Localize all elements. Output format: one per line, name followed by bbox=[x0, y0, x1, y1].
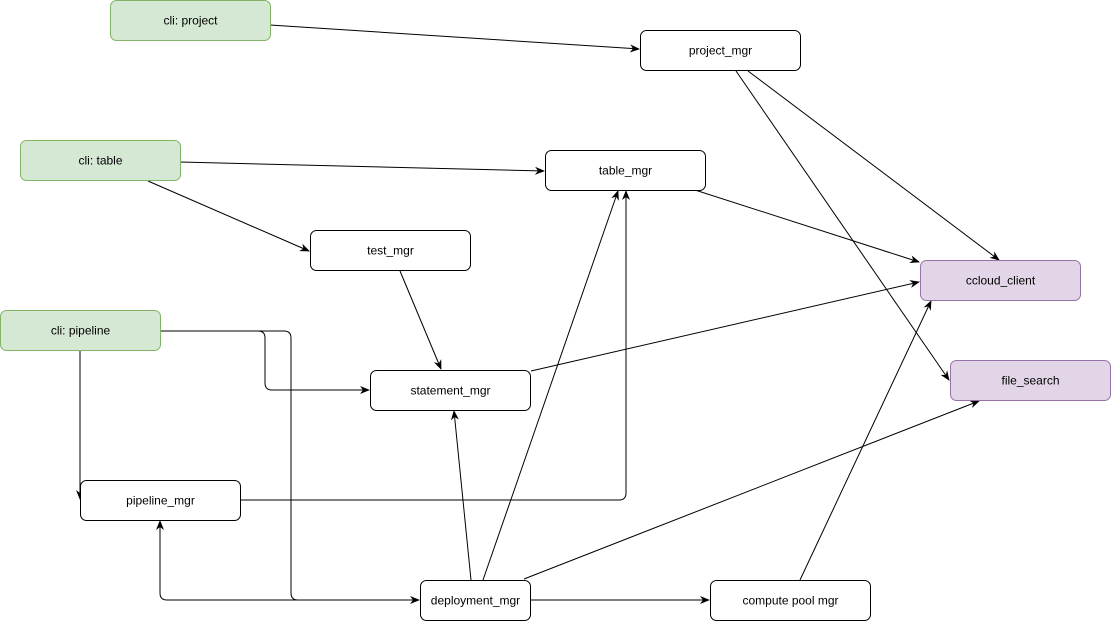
node-cli-pipeline[interactable]: cli: pipeline bbox=[0, 310, 161, 351]
edge-compute-pool-mgr-to-ccloud-client bbox=[799, 300, 932, 581]
node-label: pipeline_mgr bbox=[126, 494, 195, 508]
edge-cli-table-to-table-mgr bbox=[179, 161, 545, 175]
edge-project-mgr-to-file-search bbox=[735, 70, 950, 381]
node-cli-project[interactable]: cli: project bbox=[110, 0, 271, 41]
edge-statement-mgr-to-ccloud-client bbox=[530, 280, 920, 372]
edge-cli-pipeline-to-statement-mgr bbox=[160, 330, 370, 394]
node-deployment-mgr[interactable]: deployment_mgr bbox=[420, 580, 531, 621]
node-file-search[interactable]: file_search bbox=[950, 360, 1111, 401]
edge-project-mgr-to-ccloud-client bbox=[747, 70, 1000, 261]
node-label: file_search bbox=[1001, 374, 1059, 388]
node-project-mgr[interactable]: project_mgr bbox=[640, 30, 801, 71]
node-label: cli: pipeline bbox=[51, 324, 111, 338]
node-label: statement_mgr bbox=[410, 384, 490, 398]
node-label: test_mgr bbox=[367, 244, 414, 258]
node-label: cli: project bbox=[163, 14, 218, 28]
edge-deployment-mgr-to-table-mgr bbox=[482, 190, 619, 581]
edge-cli-table-to-test-mgr bbox=[147, 180, 310, 252]
node-test-mgr[interactable]: test_mgr bbox=[310, 230, 471, 271]
node-label: project_mgr bbox=[689, 44, 752, 58]
node-label: cli: table bbox=[78, 154, 122, 168]
edge-test-mgr-to-statement-mgr bbox=[399, 270, 442, 370]
node-label: ccloud_client bbox=[966, 274, 1036, 288]
edge-deployment-mgr-to-pipeline-mgr bbox=[156, 520, 419, 601]
node-cli-table[interactable]: cli: table bbox=[20, 140, 181, 181]
edge-table-mgr-to-ccloud-client bbox=[694, 189, 920, 264]
node-label: compute pool mgr bbox=[742, 594, 838, 608]
node-pipeline-mgr[interactable]: pipeline_mgr bbox=[80, 480, 241, 521]
node-ccloud-client[interactable]: ccloud_client bbox=[920, 260, 1081, 301]
node-label: deployment_mgr bbox=[431, 594, 520, 608]
edge-cli-project-to-project-mgr bbox=[269, 24, 640, 53]
node-statement-mgr[interactable]: statement_mgr bbox=[370, 370, 531, 411]
node-compute-pool-mgr[interactable]: compute pool mgr bbox=[710, 580, 871, 621]
edge-deployment-mgr-to-statement-mgr bbox=[450, 410, 472, 581]
edge-deployment-mgr-to-file-search bbox=[523, 400, 980, 580]
node-label: table_mgr bbox=[599, 164, 652, 178]
edges bbox=[76, 24, 1000, 604]
node-table-mgr[interactable]: table_mgr bbox=[545, 150, 706, 191]
edge-pipeline-mgr-to-table-mgr bbox=[241, 190, 630, 501]
